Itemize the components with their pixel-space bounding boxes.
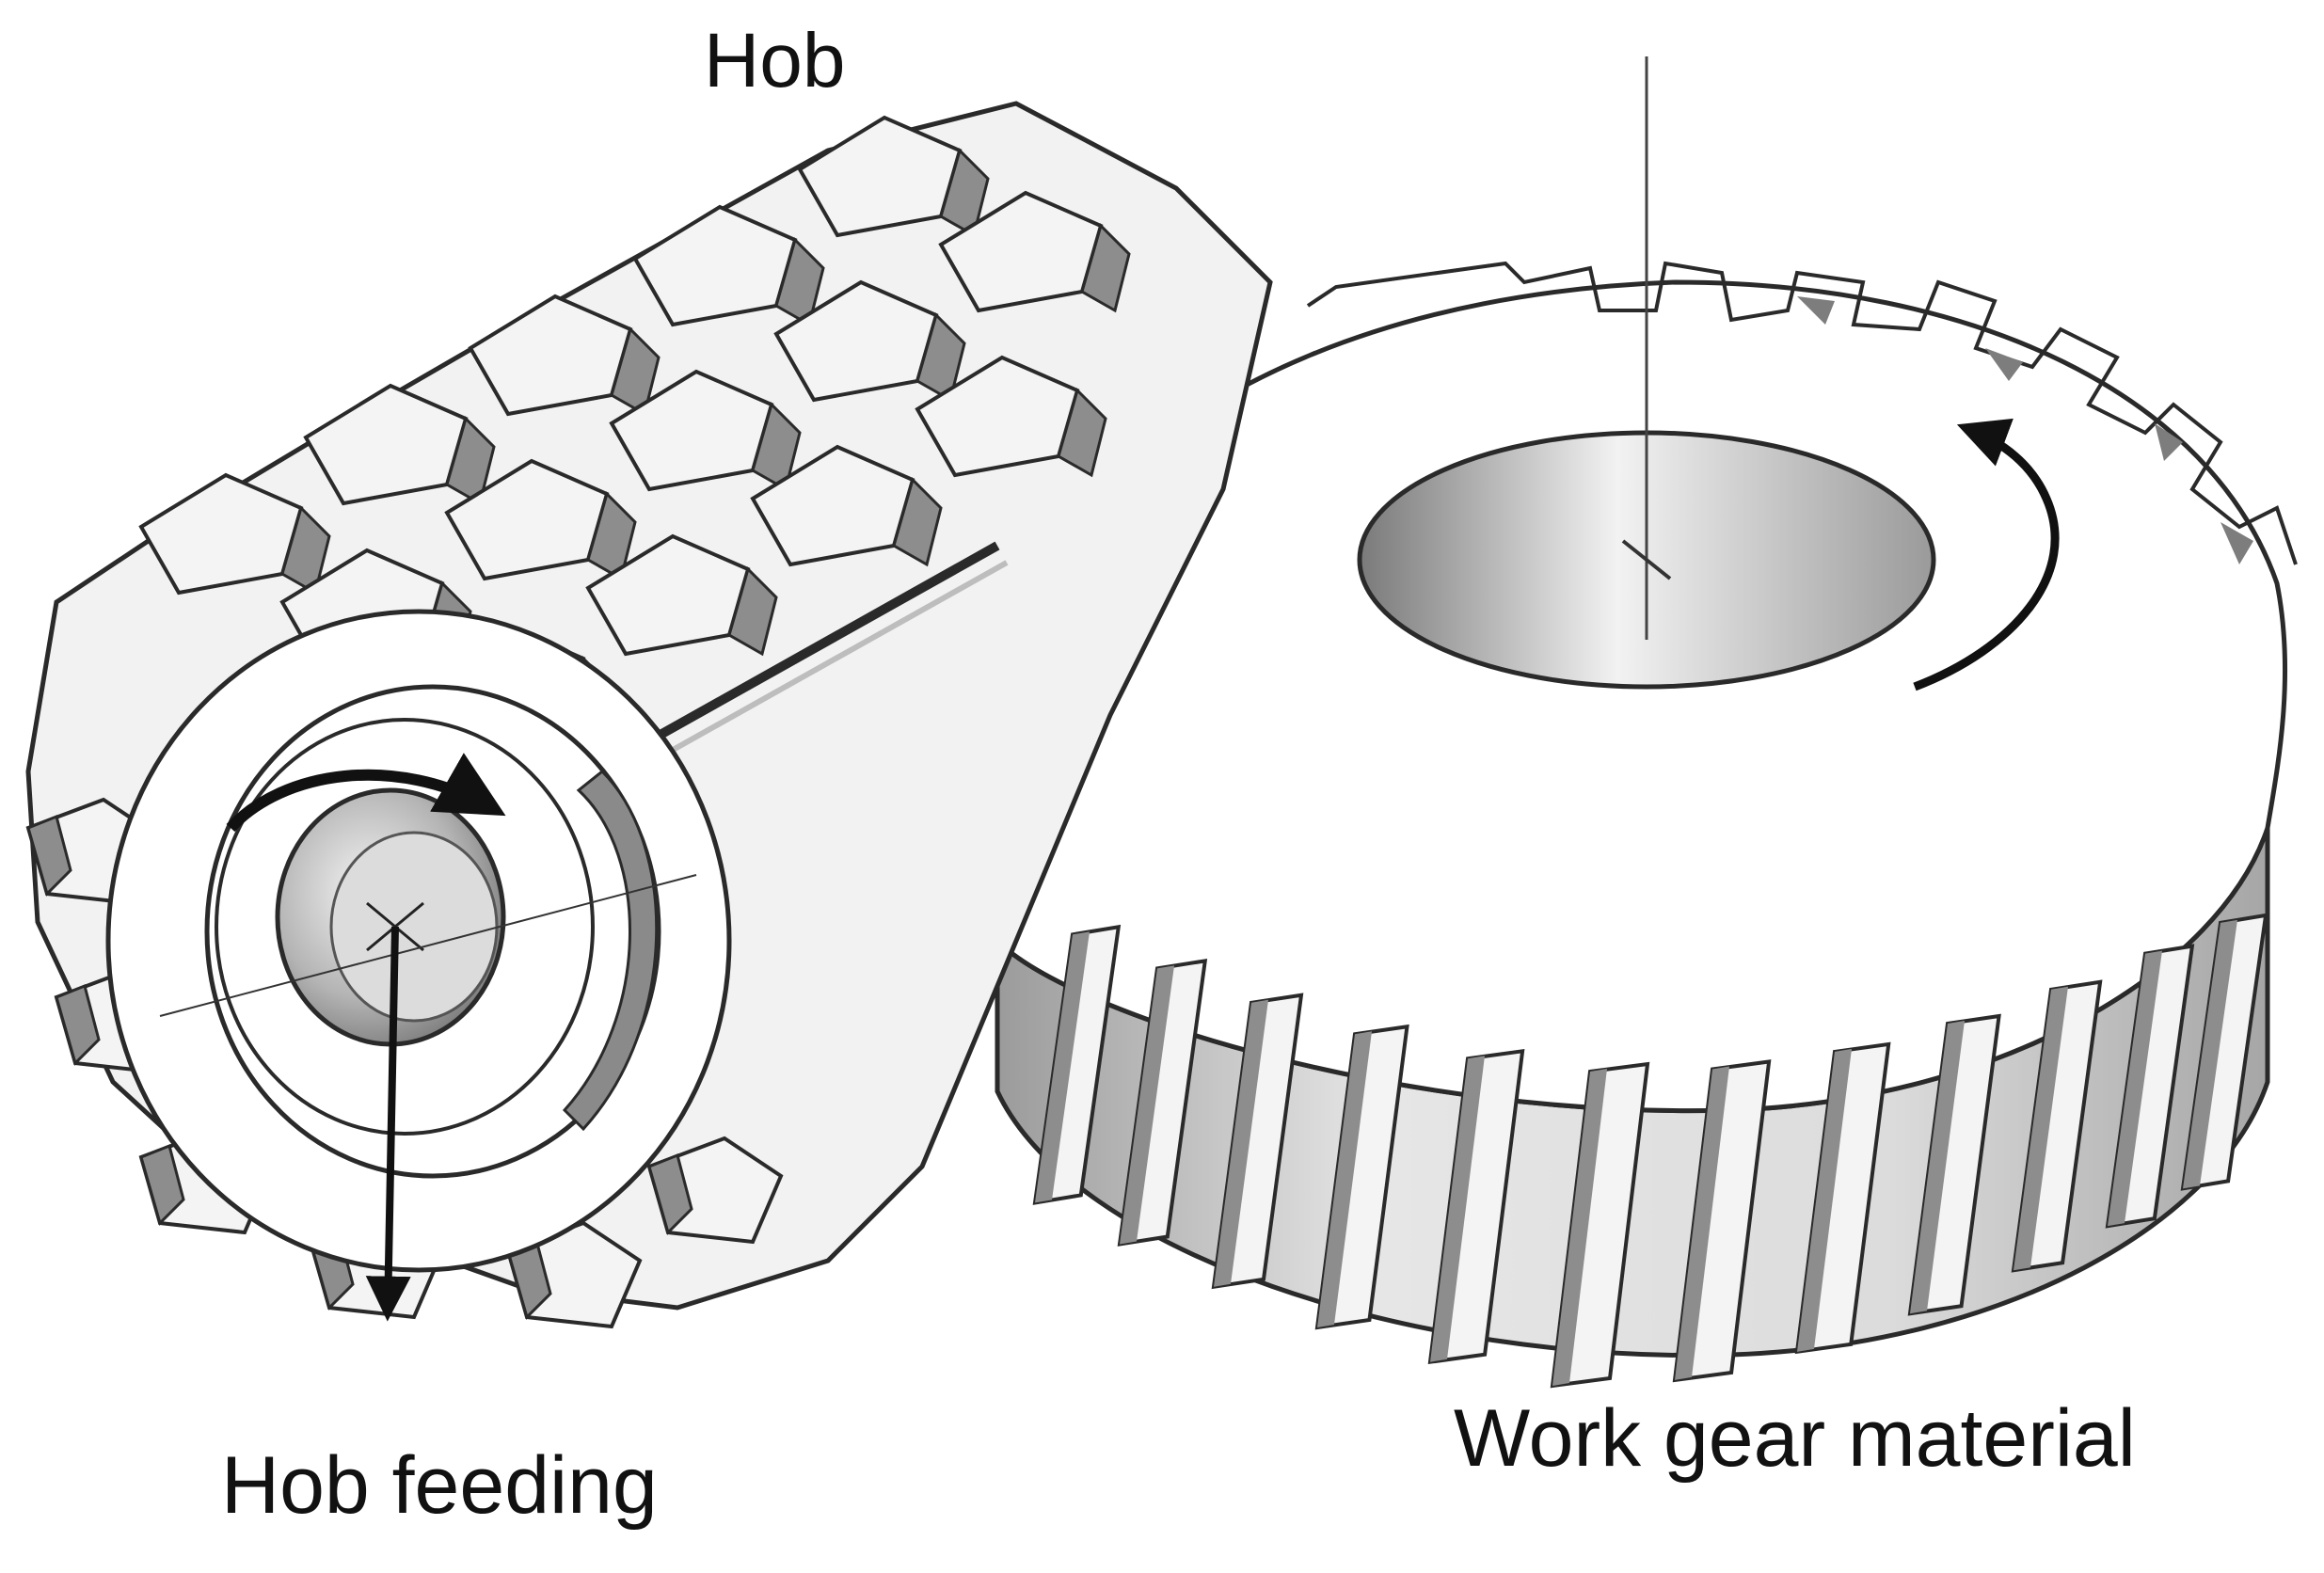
work-gear-teeth-outline — [1306, 261, 2298, 565]
hob-cutter — [25, 101, 1273, 1329]
gear-slot-shadow — [1214, 999, 1268, 1287]
hob-tooth — [938, 190, 1131, 313]
gear-slot-shadow — [1035, 931, 1090, 1203]
gear-slot-shadow — [2108, 950, 2162, 1227]
hob-tooth — [773, 279, 966, 403]
hob-tooth — [468, 294, 661, 417]
hob-tooth — [585, 533, 778, 657]
hob-rotation-arrow — [226, 753, 506, 833]
gear-slot-shadow — [1797, 1048, 1852, 1352]
gear-slot-shadow — [1552, 1069, 1607, 1387]
work-gear-material-label: Work gear material — [1454, 1393, 2136, 1484]
hob-feeding-label: Hob feeding — [221, 1440, 658, 1531]
gear-slot-shadow — [1430, 1056, 1485, 1362]
hob-label: Hob — [704, 18, 846, 103]
hob-feeding-arrow — [365, 926, 411, 1322]
hob-tooth — [632, 204, 825, 327]
hob-face-tooth — [646, 1136, 784, 1245]
work-gear — [963, 56, 2298, 1389]
hob-tooth — [797, 115, 990, 238]
work-gear-rotation-arrow — [1913, 418, 2060, 691]
hob-tooth — [750, 444, 943, 567]
hob-tooth — [609, 369, 802, 492]
gear-slot-shadow — [1910, 1021, 1965, 1314]
gear-tooth-slots — [1032, 913, 2268, 1389]
gear-slot-shadow — [2183, 919, 2237, 1189]
hob-tooth — [915, 355, 1107, 478]
gear-slot-shadow — [1317, 1031, 1372, 1328]
hob-tooth — [138, 472, 331, 596]
gear-slot-shadow — [2014, 986, 2068, 1271]
gear-slot-shadow — [1675, 1066, 1729, 1380]
gear-slot-shadow — [1120, 965, 1174, 1245]
hob-tooth — [444, 458, 637, 581]
hob-tooth — [303, 383, 496, 506]
